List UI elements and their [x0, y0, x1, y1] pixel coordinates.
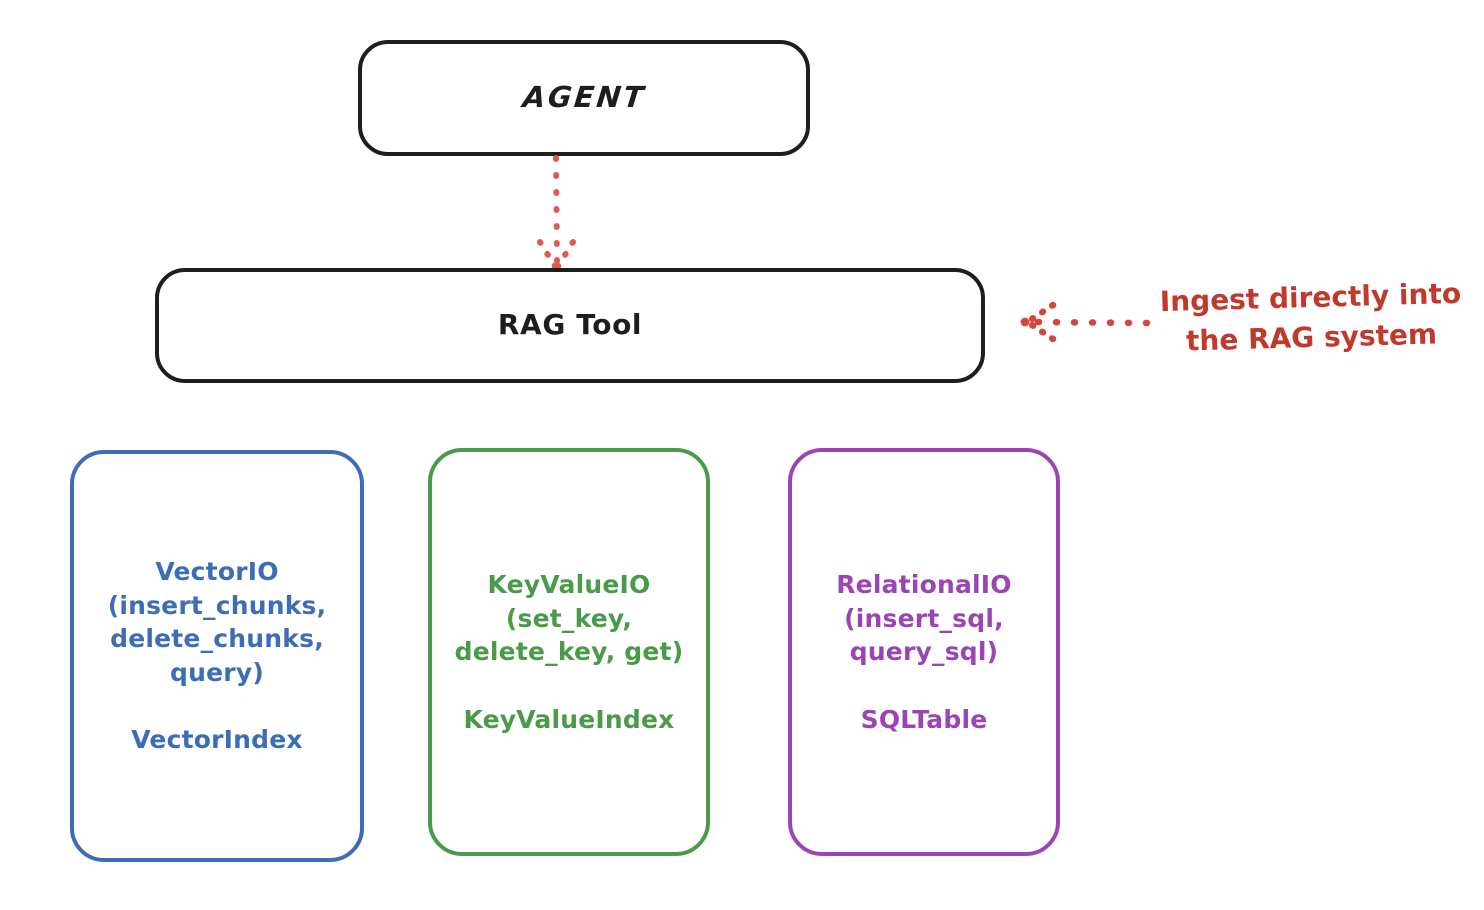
agent-node[interactable]: AGENT [358, 40, 810, 156]
rag-tool-node[interactable]: RAG Tool [155, 268, 985, 383]
key-value-io-api-label: KeyValueIO (set_key, delete_key, get) [454, 570, 684, 666]
key-value-io-node[interactable]: KeyValueIO (set_key, delete_key, get) Ke… [428, 448, 710, 856]
ingest-annotation-text: Ingest directly into the RAG system [1159, 276, 1462, 358]
relational-io-node[interactable]: RelationalIO (insert_sql, query_sql) SQL… [788, 448, 1060, 856]
key-value-index-label: KeyValueIndex [463, 704, 675, 734]
rag-tool-node-label: RAG Tool [497, 308, 643, 342]
ingest-arrow-connector [1020, 301, 1151, 343]
ingest-arrow-tip [1020, 317, 1030, 327]
connector-dotted-line [553, 155, 560, 265]
ingest-arrowhead-bottom [1025, 319, 1057, 343]
ingest-dotted-line [1029, 318, 1151, 327]
vector-io-node[interactable]: VectorIO (insert_chunks, delete_chunks, … [70, 450, 364, 862]
ingest-arrowhead-top [1025, 301, 1057, 325]
connector-arrowhead-right [554, 239, 576, 271]
connector-arrowhead-left [537, 239, 559, 271]
sql-table-label: SQLTable [860, 704, 988, 734]
vector-io-api-label: VectorIO (insert_chunks, delete_chunks, … [107, 557, 327, 687]
agent-node-label: AGENT [520, 80, 648, 115]
relational-io-api-label: RelationalIO (insert_sql, query_sql) [836, 570, 1012, 666]
vector-index-label: VectorIndex [131, 725, 303, 755]
agent-to-rag-connector [537, 155, 576, 277]
